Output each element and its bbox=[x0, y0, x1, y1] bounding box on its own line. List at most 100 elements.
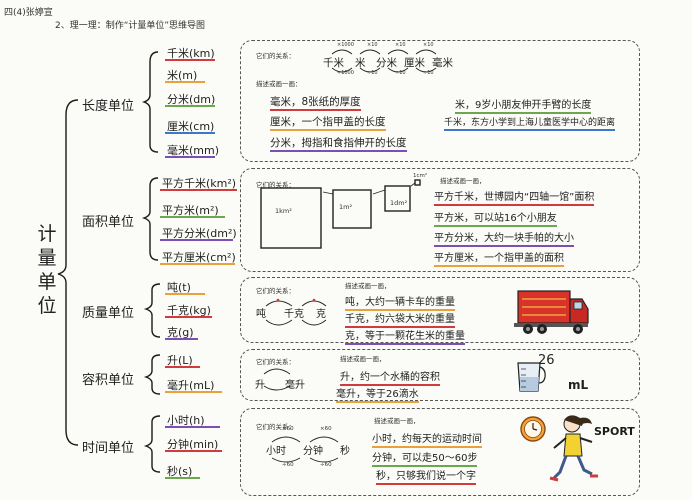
unit-mm: 毫米(mm) bbox=[167, 144, 220, 157]
length-chain-cm: 厘米 bbox=[404, 57, 425, 69]
mass-chain-t: 吨 bbox=[256, 309, 266, 320]
length-relation-label: 它们的关系： bbox=[256, 52, 295, 60]
length-mul-1: ×1000 bbox=[337, 42, 354, 48]
unit-km2: 平方千米(km²) bbox=[162, 177, 237, 190]
cup-value: 26 bbox=[538, 353, 555, 368]
area-square-m2: 1m² bbox=[339, 203, 353, 211]
time-chain-min: 分钟 bbox=[303, 446, 323, 457]
volume-chain-arrows bbox=[263, 368, 291, 391]
clock-icon bbox=[520, 416, 546, 442]
mass-chain-kg: 千克 bbox=[284, 309, 304, 320]
mass-panel bbox=[240, 277, 640, 343]
length-mul-3: ×10 bbox=[395, 42, 406, 48]
area-desc-cm2-text: 平方厘米，一个指甲盖的面积 bbox=[434, 253, 564, 267]
area-desc-cm2: 平方厘米，一个指甲盖的面积 bbox=[434, 249, 564, 267]
page-title: 2、理一理：制作“计量单位”思维导图 bbox=[55, 21, 206, 31]
time-chain-h: 小时 bbox=[266, 446, 286, 457]
length-desc-mm-text: 毫米，8张纸的厚度 bbox=[270, 96, 361, 111]
length-mul-2: ×10 bbox=[367, 42, 378, 48]
length-chain-arrows bbox=[331, 49, 437, 73]
unit-min: 分钟(min) bbox=[167, 438, 219, 451]
length-desc-m: 米，9岁小朋友伸开手臂的长度 bbox=[455, 96, 592, 114]
length-panel bbox=[240, 40, 640, 162]
area-desc-km2: 平方千米，世博园内“四轴一馆”面积 bbox=[434, 188, 595, 206]
time-chain-s: 秒 bbox=[340, 446, 350, 457]
area-square-km2: 1km² bbox=[275, 207, 292, 215]
volume-chain-l: 升 bbox=[255, 380, 265, 391]
area-describe-label: 描述或画一画， bbox=[440, 177, 486, 185]
time-desc-h: 小时，约每天的运动时间 bbox=[372, 430, 482, 448]
length-chain-mm: 毫米 bbox=[432, 57, 453, 69]
mass-desc-g-text: 克，等于一颗花生米的重量 bbox=[345, 331, 465, 345]
unit-kg: 千克(kg) bbox=[167, 304, 211, 317]
unit-g: 克(g) bbox=[167, 326, 194, 339]
length-desc-km: 千米，东方小学到上海儿童医学中心的距离 bbox=[444, 115, 616, 131]
length-desc-dm: 分米，拇指和食指伸开的长度 bbox=[270, 135, 407, 152]
volume-relation-label: 它们的关系： bbox=[256, 358, 295, 366]
area-desc-dm2-text: 平方分米，大约一块手帕的大小 bbox=[434, 233, 574, 247]
category-area: 面积单位 bbox=[82, 215, 135, 230]
measuring-cup-icon bbox=[517, 362, 546, 392]
volume-describe-label: 描述或画一画， bbox=[340, 355, 386, 363]
unit-t: 吨(t) bbox=[167, 281, 191, 294]
area-panel bbox=[240, 168, 640, 272]
unit-m: 米(m) bbox=[167, 69, 198, 82]
area-relation-label: 它们的关系： bbox=[256, 181, 295, 189]
author-signature: 四(4)张婷宣 bbox=[4, 8, 53, 18]
length-div-3: ÷10 bbox=[395, 70, 406, 76]
mass-relation-label: 它们的关系： bbox=[256, 287, 295, 295]
time-panel bbox=[240, 408, 640, 496]
length-chain-m: 米 bbox=[355, 57, 366, 69]
time-describe-label: 描述或画一画， bbox=[374, 417, 420, 425]
cup-unit: mL bbox=[568, 378, 589, 392]
category-mass: 质量单位 bbox=[82, 306, 135, 321]
length-desc-mm: 毫米，8张纸的厚度 bbox=[270, 94, 361, 111]
unit-m2: 平方米(m²) bbox=[162, 204, 219, 217]
time-desc-min: 分钟，可以走50～60步 bbox=[372, 449, 478, 467]
unit-cm: 厘米(cm) bbox=[167, 120, 215, 133]
time-chain-arrows bbox=[271, 436, 339, 463]
root-label: 计量单位 bbox=[37, 223, 57, 317]
mass-desc-kg-text: 千克，约六袋大米的重量 bbox=[345, 314, 455, 328]
unit-s: 秒(s) bbox=[167, 465, 193, 478]
time-mul-2: ×60 bbox=[320, 426, 332, 432]
mass-chain-g: 克 bbox=[316, 309, 326, 320]
mass-describe-label: 描述或画一画， bbox=[345, 282, 391, 290]
area-desc-km2-text: 平方千米，世博园内“四轴一馆”面积 bbox=[434, 192, 595, 206]
length-div-4: ÷10 bbox=[423, 70, 434, 76]
category-time: 时间单位 bbox=[82, 441, 135, 456]
mass-desc-kg: 千克，约六袋大米的重量 bbox=[345, 310, 455, 328]
volume-panel bbox=[240, 349, 640, 401]
length-desc-dm-text: 分米，拇指和食指伸开的长度 bbox=[270, 137, 407, 152]
truck-icon bbox=[514, 290, 589, 334]
unit-h: 小时(h) bbox=[167, 414, 205, 427]
time-div-2: ÷60 bbox=[320, 462, 332, 468]
length-desc-m-text: 米，9岁小朋友伸开手臂的长度 bbox=[455, 100, 592, 114]
area-desc-m2-text: 平方米，可以站16个小朋友 bbox=[434, 213, 557, 227]
time-desc-s: 秒，只够我们说一个字 bbox=[376, 467, 476, 485]
mass-desc-t: 吨，大约一辆卡车的重量 bbox=[345, 293, 455, 311]
length-div-2: ÷10 bbox=[367, 70, 378, 76]
unit-ml: 毫升(mL) bbox=[167, 379, 215, 392]
area-squares bbox=[260, 179, 421, 249]
length-div-1: ÷1000 bbox=[337, 70, 354, 76]
runner-icon bbox=[549, 415, 598, 482]
volume-chain-ml: 毫升 bbox=[285, 380, 305, 391]
unit-km: 千米(km) bbox=[167, 47, 215, 60]
length-describe-label: 描述或画一画： bbox=[256, 80, 302, 88]
unit-cm2: 平方厘米(cm²) bbox=[162, 251, 236, 264]
time-desc-h-text: 小时，约每天的运动时间 bbox=[372, 434, 482, 448]
area-square-cm2: 1cm² bbox=[413, 173, 428, 179]
mass-desc-g: 克，等于一颗花生米的重量 bbox=[345, 327, 465, 345]
time-relation-label: 它们的关系： bbox=[256, 423, 295, 431]
volume-desc-l-text: 升，约一个水桶的容积 bbox=[340, 372, 440, 386]
area-desc-m2: 平方米，可以站16个小朋友 bbox=[434, 209, 557, 227]
length-desc-cm-text: 厘米，一个指甲盖的长度 bbox=[270, 116, 386, 131]
area-square-dm2: 1dm² bbox=[390, 199, 408, 207]
time-div-1: ÷60 bbox=[282, 462, 294, 468]
length-chain-km: 千米 bbox=[323, 57, 344, 69]
mass-chain-arrows bbox=[265, 298, 327, 326]
sport-label: SPORT bbox=[594, 425, 635, 438]
length-mul-4: ×10 bbox=[423, 42, 434, 48]
length-desc-cm: 厘米，一个指甲盖的长度 bbox=[270, 114, 386, 131]
